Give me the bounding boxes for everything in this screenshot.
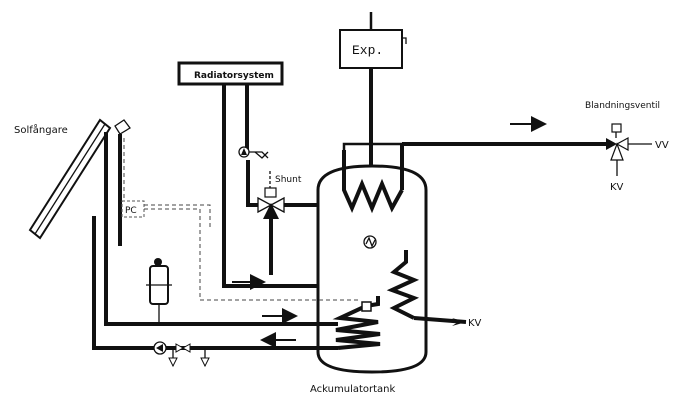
cold-water-label-tank: KV <box>468 318 482 329</box>
hot-water-line <box>342 116 610 150</box>
radiator-label: Radiatorsystem <box>194 71 274 81</box>
cold-water-label-valve: KV <box>610 182 624 193</box>
expansion-label: Exp. <box>352 43 383 58</box>
solar-piping <box>92 132 338 350</box>
solar-collector-label: Solfångare <box>14 123 68 136</box>
cold-water-inlet: KV <box>452 318 482 329</box>
shunt-valve: Shunt <box>257 171 302 218</box>
controller: PC <box>121 138 360 301</box>
solar-pump-group <box>153 341 210 368</box>
solar-expansion-vessel <box>146 258 172 324</box>
mixing-valve: Blandningsventil VV KV <box>585 101 669 193</box>
radiator-piping <box>222 84 318 290</box>
shunt-label: Shunt <box>275 175 302 185</box>
mixing-valve-label: Blandningsventil <box>585 101 660 111</box>
accumulator-tank: Ackumulatortank <box>310 144 467 395</box>
tank-label: Ackumulatortank <box>310 384 396 395</box>
solar-collector: Solfångare <box>14 118 131 240</box>
controller-label: PC <box>125 206 137 216</box>
hot-water-label: VV <box>655 140 669 151</box>
radiator-system: Radiatorsystem <box>177 61 284 86</box>
expansion-vessel: Exp. <box>339 12 407 166</box>
